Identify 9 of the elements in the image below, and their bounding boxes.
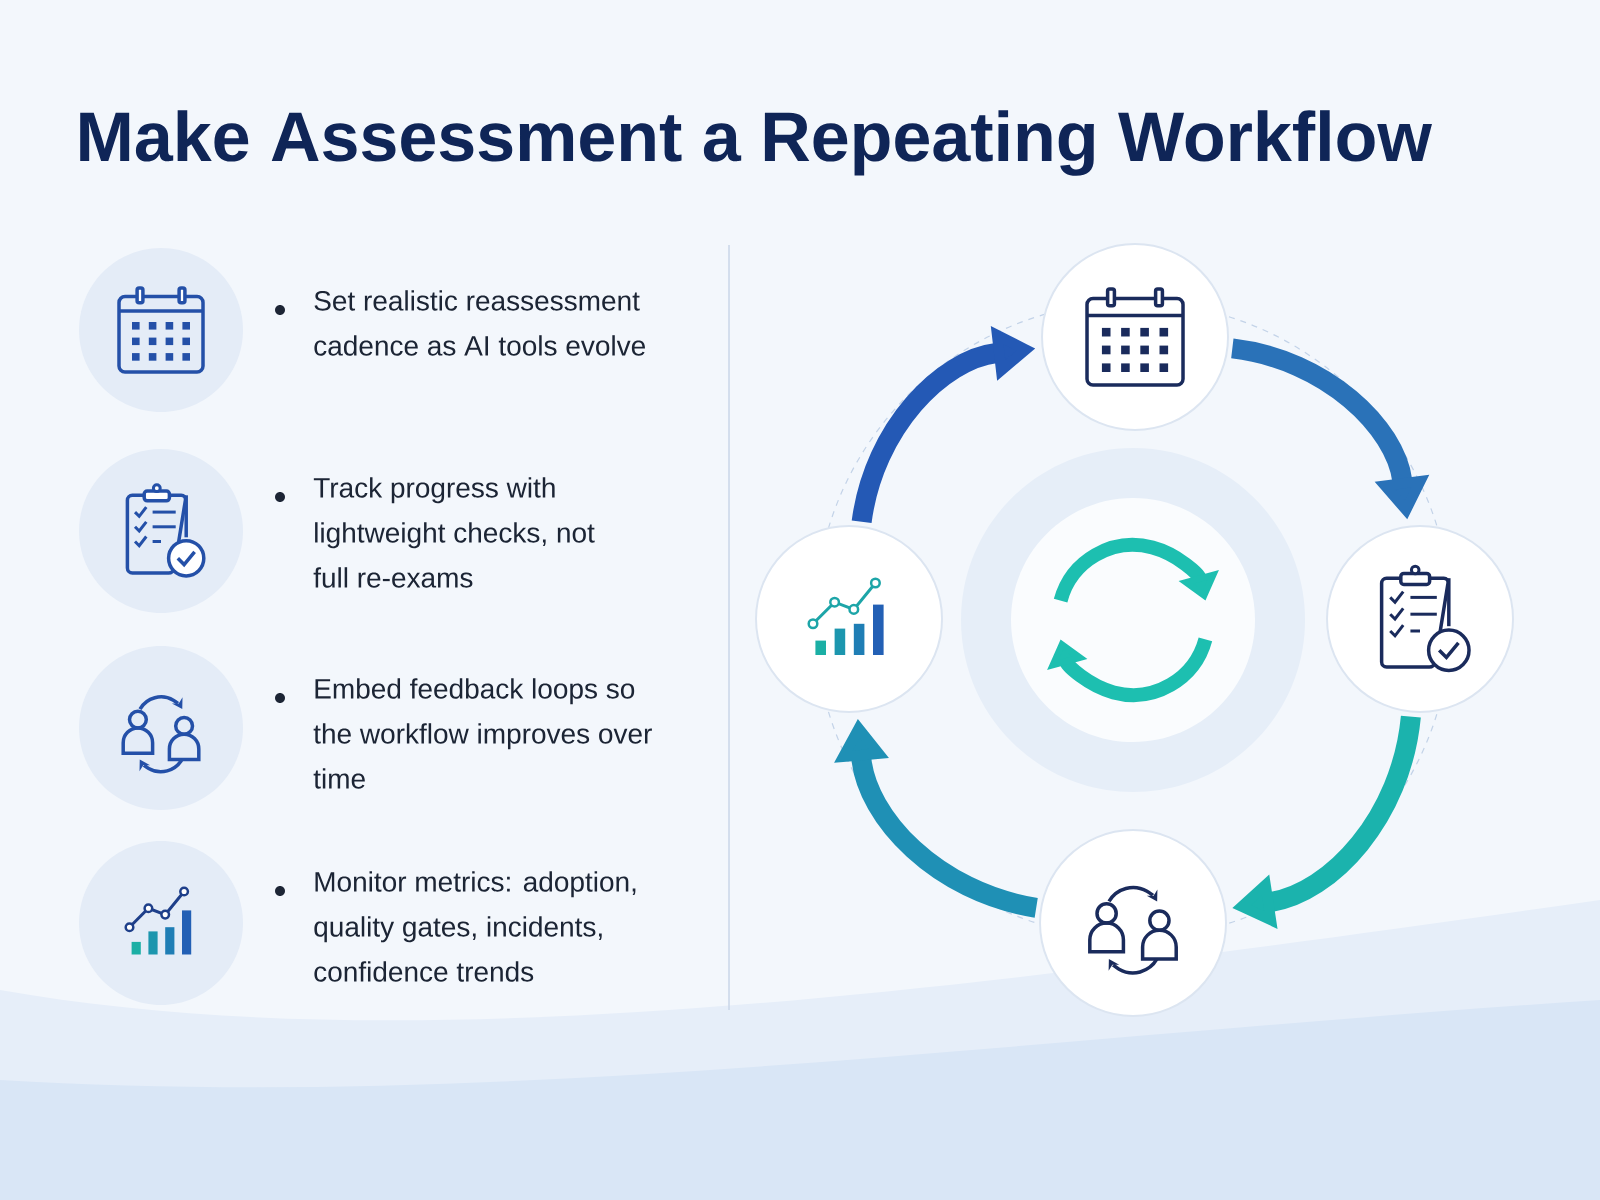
title: Make Assessment a Repeating Workflow [80,110,1432,176]
step-circle [1326,525,1514,713]
bullet-text: Set realistic reassessment cadence as AI tools evolve [314,290,645,356]
step-circle [1041,243,1229,431]
step-circle [1039,829,1227,1017]
bullet-text: Embed feedback loops so the workflow improves over time [313,678,652,789]
step-circle [755,525,943,713]
bullet-text: Track progress with lightweight checks, not full re-exams [313,477,595,588]
bullet-text: Monitor metrics: adoption, quality gates, incidents, confidence trends [314,871,636,982]
